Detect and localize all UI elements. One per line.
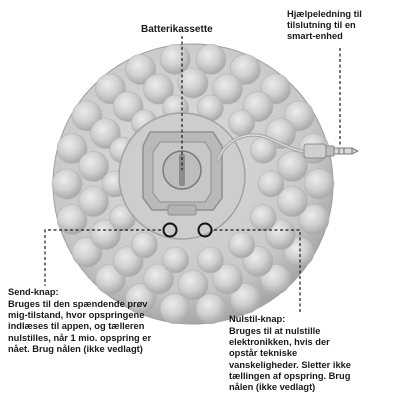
- ball-bump: [178, 270, 208, 300]
- send-button-title: Send-knap:: [8, 287, 59, 298]
- aux-cable-label: Hjælpeledning til tilslutning til en sma…: [287, 9, 392, 43]
- ball-bump: [229, 110, 255, 136]
- reset-button-title: Nulstil-knap:: [229, 314, 285, 325]
- aux-plug: [304, 144, 358, 158]
- ball-bump: [229, 232, 255, 258]
- reset-button-description: Bruges til at nulstille elektronikken, h…: [229, 326, 389, 393]
- battery-compartment-label: Batterikassette: [141, 24, 213, 35]
- send-button-description: Bruges til den spændende prøv mig-tilsta…: [8, 299, 194, 355]
- ball-bump: [52, 169, 82, 199]
- compartment-tab: [168, 205, 196, 215]
- ball-bump: [258, 171, 284, 197]
- ball-bump: [163, 247, 189, 273]
- ball-bump: [304, 169, 334, 199]
- ball-bump: [250, 205, 276, 231]
- ball-bump: [197, 247, 223, 273]
- ball-bump: [131, 232, 157, 258]
